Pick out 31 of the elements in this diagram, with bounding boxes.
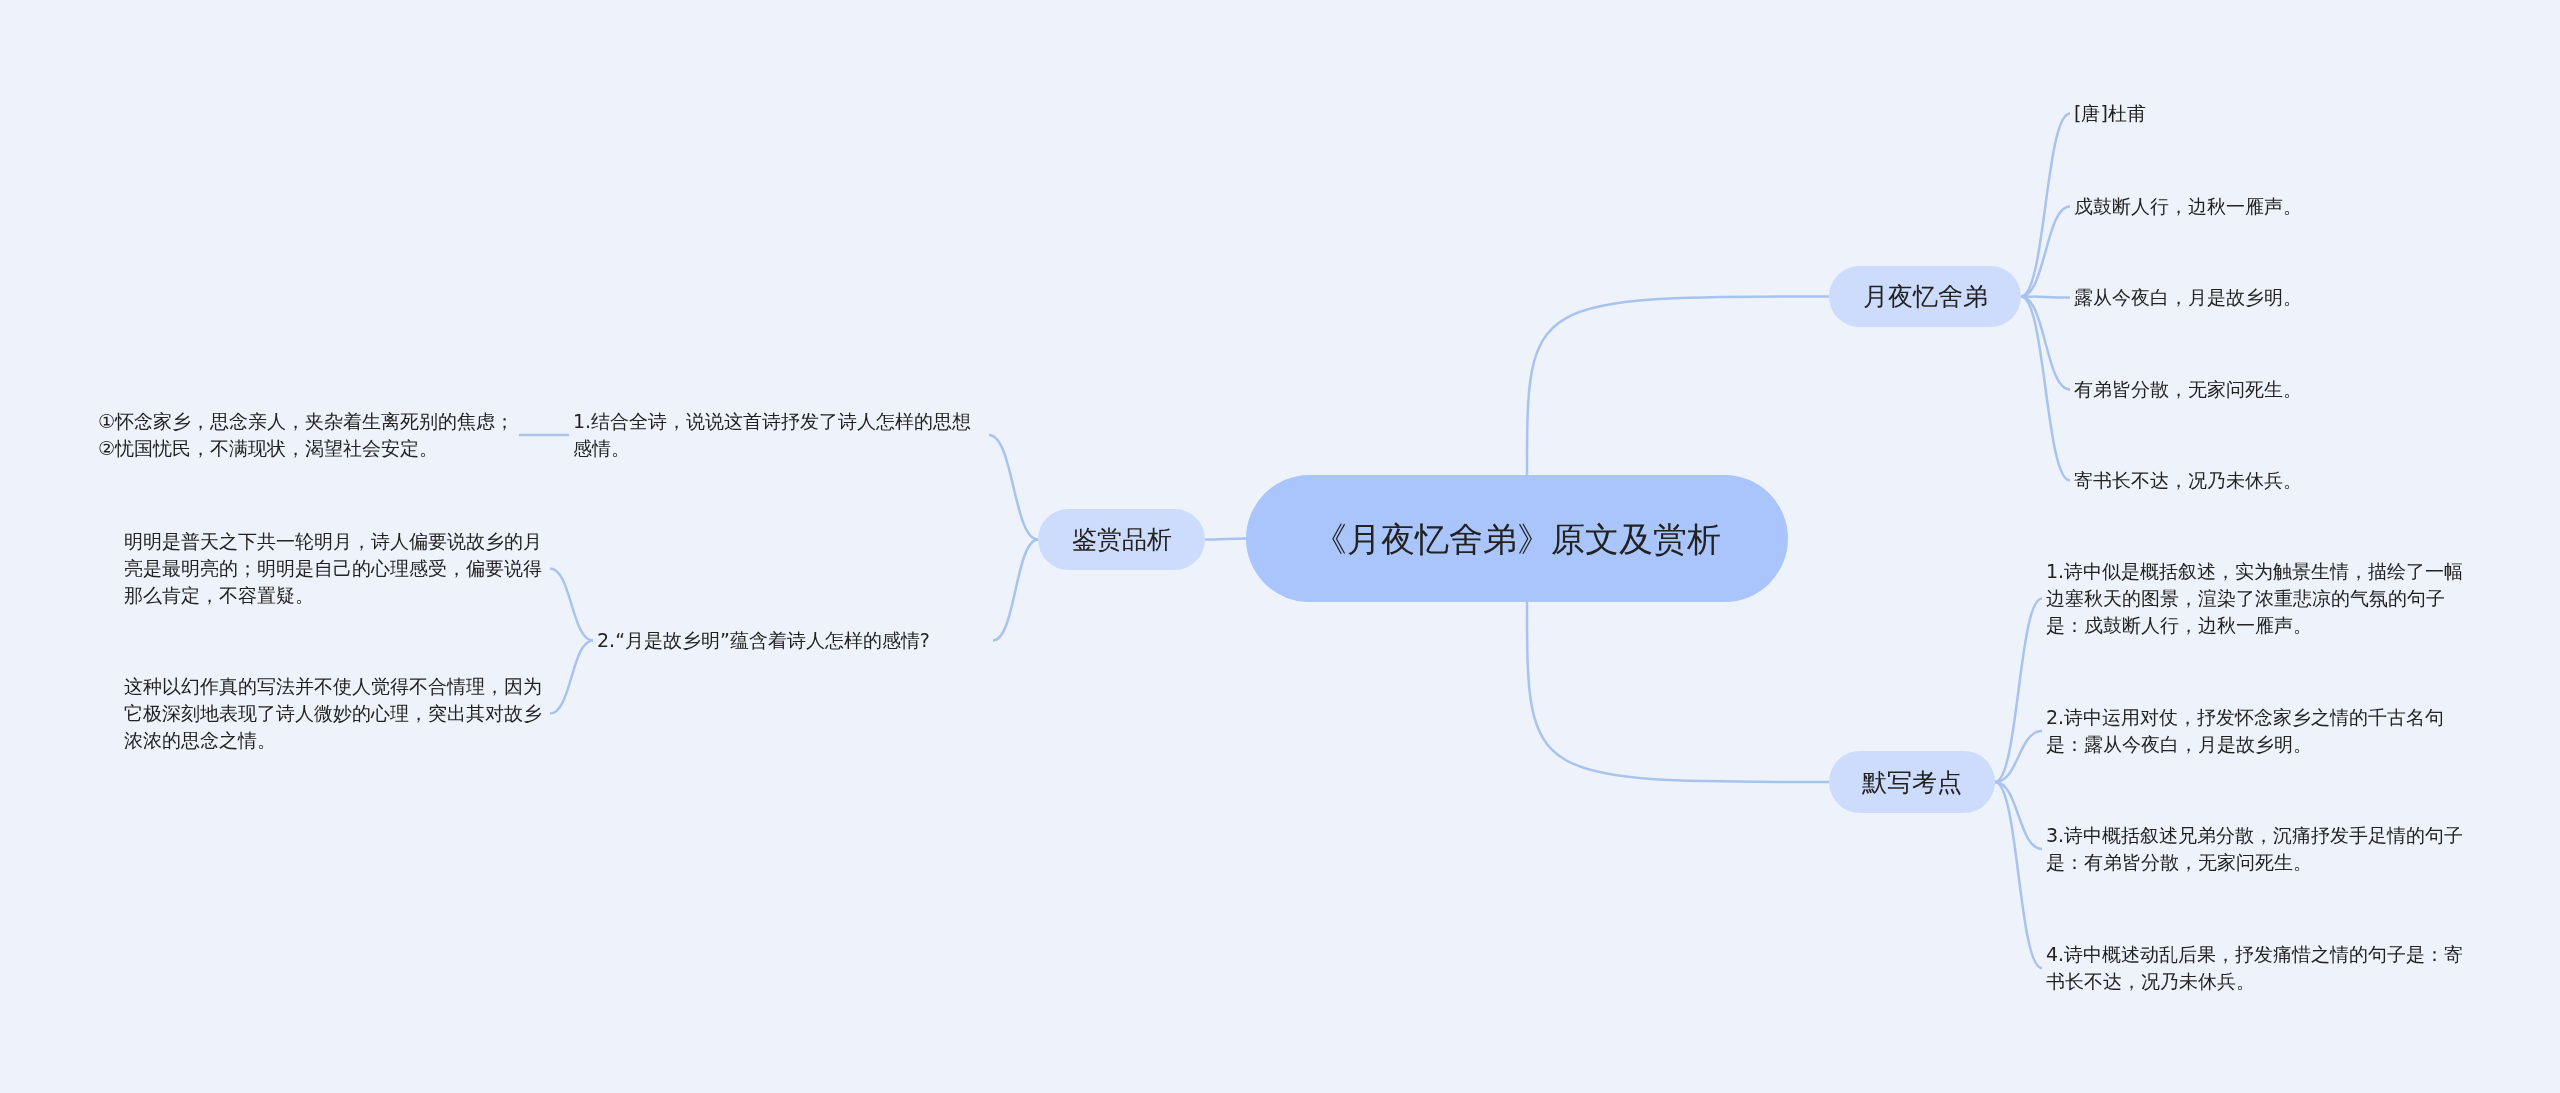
connector-line bbox=[1205, 537, 1246, 541]
poem-line: 有弟皆分散，无家问死生。 bbox=[2070, 373, 2410, 406]
topic-box: 鉴赏品析 bbox=[1038, 509, 1205, 570]
connector-line bbox=[1994, 597, 2043, 784]
question-text: 2.“月是故乡明”蕴含着诗人怎样的感情? bbox=[593, 624, 993, 657]
connector-line bbox=[988, 433, 1039, 541]
answer-text: 这种以幻作真的写法并不使人觉得不合情理，因为它极深刻地表现了诗人微妙的心理，突出其对故乡浓浓的思念之情。 bbox=[120, 670, 550, 757]
topic-box: 默写考点 bbox=[1829, 751, 1995, 813]
connector-line bbox=[2020, 112, 2071, 298]
poem-line: [唐]杜甫 bbox=[2070, 97, 2410, 130]
connector-line bbox=[1994, 780, 2043, 970]
connector-line bbox=[1994, 729, 2043, 784]
answer-text: 明明是普天之下共一轮明月，诗人偏要说故乡的月亮是最明亮的；明明是自己的心理感受，偏要说得那么肯定，不容置疑。 bbox=[120, 525, 550, 612]
answer-text: 1.诗中似是概括叙述，实为触景生情，描绘了一幅边塞秋天的图景，渲染了浓重悲凉的气氛的句子是：戍鼓断人行，边秋一雁声。 bbox=[2042, 555, 2472, 642]
answer-text: ①怀念家乡，思念亲人，夹杂着生离死别的焦虑；②忧国忧民，不满现状，渴望社会安定。 bbox=[94, 405, 519, 465]
topic-box: 月夜忆舍弟 bbox=[1829, 266, 2021, 327]
connector-line bbox=[2020, 295, 2071, 482]
connector-line bbox=[1525, 602, 1829, 784]
answer-text: 4.诗中概述动乱后果，抒发痛惜之情的句子是：寄书长不达，况乃未休兵。 bbox=[2042, 938, 2472, 998]
poem-line: 寄书长不达，况乃未休兵。 bbox=[2070, 464, 2410, 497]
connector-line bbox=[549, 567, 594, 642]
poem-line: 露从今夜白，月是故乡明。 bbox=[2070, 281, 2410, 314]
connector-line bbox=[1525, 295, 1829, 475]
connector-line bbox=[549, 639, 594, 715]
central-topic: 《月夜忆舍弟》原文及赏析 bbox=[1246, 475, 1788, 602]
connector-line bbox=[519, 433, 569, 437]
answer-text: 3.诗中概括叙述兄弟分散，沉痛抒发手足情的句子是：有弟皆分散，无家问死生。 bbox=[2042, 819, 2472, 879]
poem-line: 戍鼓断人行，边秋一雁声。 bbox=[2070, 190, 2410, 223]
connector-line bbox=[992, 538, 1039, 642]
answer-text: 2.诗中运用对仗，抒发怀念家乡之情的千古名句是：露从今夜白，月是故乡明。 bbox=[2042, 701, 2472, 761]
question-text: 1.结合全诗，说说这首诗抒发了诗人怎样的思想感情。 bbox=[569, 405, 989, 465]
